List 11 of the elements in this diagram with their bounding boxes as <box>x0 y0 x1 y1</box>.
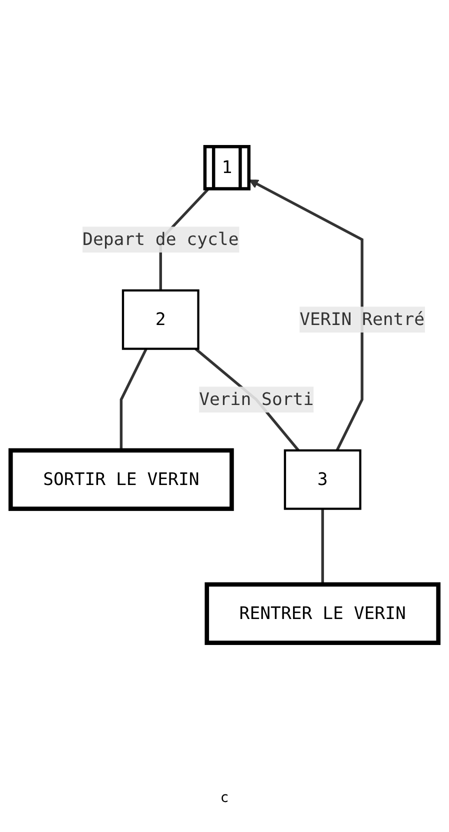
node-box: 3 <box>284 450 362 510</box>
node-box: SORTIR LE VERIN <box>8 448 234 512</box>
edge-label: Depart de cycle <box>82 229 239 250</box>
edge-label: Verin Sorti <box>199 389 314 410</box>
node-box: RENTRER LE VERIN <box>204 582 440 646</box>
label-text: c <box>219 790 230 806</box>
arrow <box>248 180 364 452</box>
connector <box>120 348 148 451</box>
node-box: 2 <box>122 290 200 350</box>
edge-label: VERIN Rentré <box>300 309 425 330</box>
connector <box>321 509 324 585</box>
